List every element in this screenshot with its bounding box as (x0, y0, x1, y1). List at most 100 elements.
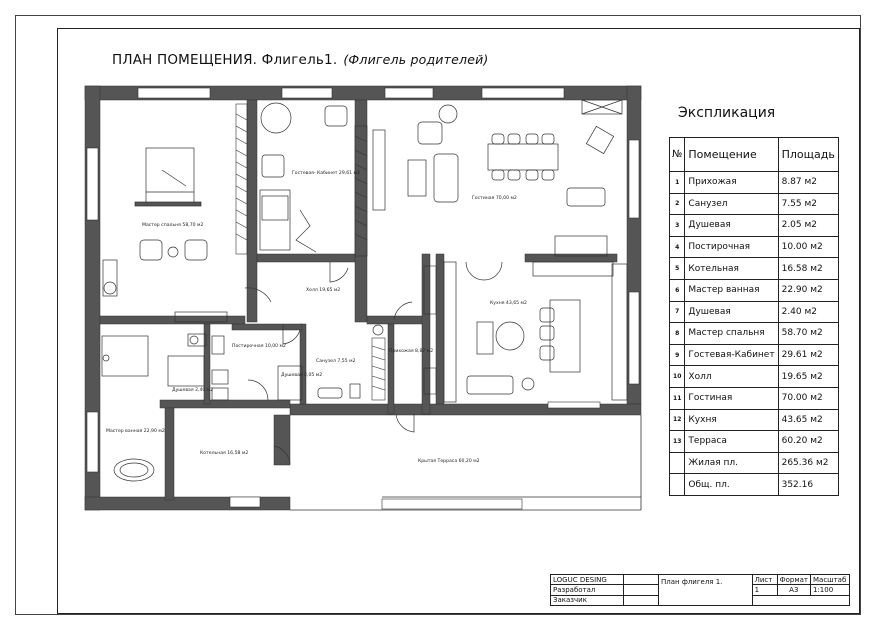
room-label-shower-2: Душевая 2,05 м2 (281, 372, 322, 378)
title-block-format: А3 (776, 584, 812, 596)
drawing-sheet-frame (15, 15, 861, 615)
room-label-hall: Холл 19,65 м2 (306, 287, 340, 293)
row-room: Кухня (684, 408, 779, 432)
living-area-label: Жилая пл. (684, 451, 779, 475)
room-label-living: Гостиная 70,00 м2 (472, 195, 517, 201)
wardrobes (235, 103, 437, 401)
row-room: Холл (684, 365, 779, 388)
living-area-value: 265.36 м2 (777, 451, 839, 475)
terrace (290, 415, 642, 511)
row-number: 1 (668, 171, 686, 194)
row-room: Терраса (684, 430, 779, 453)
drawing-inner-frame (57, 28, 860, 614)
title-block-format-label: Формат (776, 573, 812, 586)
room-labels: Мастер спальня 58,70 м2 Гостевая- Кабине… (106, 170, 527, 464)
row-number: 13 (668, 430, 686, 453)
windows (86, 87, 640, 510)
row-number: 3 (668, 214, 686, 237)
row-area: 7.55 м2 (777, 192, 839, 216)
row-room: Душевая (684, 300, 779, 324)
plan-title: ПЛАН ПОМЕЩЕНИЯ. Флигель1. (Флигель родите… (112, 52, 488, 68)
armchair-icon (139, 239, 163, 261)
row-room: Котельная (684, 257, 779, 280)
title-block-customer: Заказчик (550, 594, 624, 607)
room-label-guest-office: Гостевая- Кабинет 29,61 м2 (292, 170, 360, 176)
row-room: Душевая (684, 214, 779, 237)
furniture (101, 99, 628, 482)
row-area: 70.00 м2 (777, 386, 839, 410)
row-number: 7 (668, 300, 686, 324)
explication-living-area-row: Жилая пл.265.36 м2 (668, 451, 839, 475)
row-number: 6 (668, 278, 686, 302)
title-block-sheet-label: Лист (751, 573, 778, 586)
row-number: 11 (668, 386, 686, 410)
row-area: 22.90 м2 (777, 278, 839, 302)
row-area: 43.65 м2 (777, 408, 839, 432)
title-block: LOGUC DESING План флигеля 1. Лист Формат… (550, 573, 851, 607)
row-number: 2 (668, 192, 686, 216)
room-label-shower-1: Душевая 2,40 м2 (172, 387, 213, 393)
explication-header-row: № Помещение Площадь (668, 137, 839, 172)
explication-title: Экспликация (678, 105, 776, 121)
row-room: Мастер ванная (684, 278, 779, 302)
room-label-terrace: Крытая Терраса 60,20 м2 (418, 458, 480, 464)
explication-header-area: Площадь (777, 137, 839, 172)
row-number: 8 (668, 322, 686, 345)
plan-title-main: ПЛАН ПОМЕЩЕНИЯ. Флигель1. (112, 52, 338, 68)
row-number: 12 (668, 408, 686, 432)
row-room: Мастер спальня (684, 322, 779, 345)
row-number: 5 (668, 257, 686, 280)
plan-title-subtitle: (Флигель родителей) (343, 52, 489, 67)
walls (84, 85, 642, 511)
row-number: 10 (668, 365, 686, 388)
title-block-drawing-name: План флигеля 1. (658, 574, 753, 606)
row-area: 2.05 м2 (777, 214, 839, 237)
title-block-sheet: 1 (751, 584, 778, 596)
row-area: 2.40 м2 (777, 300, 839, 324)
room-label-master-bedroom: Мастер спальня 58,70 м2 (142, 222, 203, 228)
room-label-entrance: Прихожая 8,87 м2 (389, 348, 433, 354)
bed-icon (145, 147, 195, 205)
room-label-master-bath: Мастер ванная 22,90 м2 (106, 428, 165, 434)
title-block-company: LOGUC DESING (550, 573, 624, 586)
explication-header-number: № (668, 137, 686, 172)
room-label-kitchen: Кухня 43,65 м2 (490, 300, 527, 306)
title-block-scale: 1:100 (810, 584, 850, 596)
room-label-boiler: Котельная 16,58 м2 (200, 450, 248, 456)
row-number: 4 (668, 235, 686, 259)
room-label-bathroom: Санузел 7,55 м2 (316, 358, 356, 364)
row-area: 29.61 м2 (777, 343, 839, 367)
total-area-value: 352.16 (777, 473, 839, 496)
row-area: 19.65 м2 (777, 365, 839, 388)
row-number: 9 (668, 343, 686, 367)
total-area-label: Общ. пл. (684, 473, 779, 496)
doors (244, 261, 503, 465)
explication-total-area-row: Общ. пл.352.16 (668, 473, 839, 496)
room-label-laundry: Постирочная 10,00 м2 (232, 343, 286, 349)
row-area: 16.58 м2 (777, 257, 839, 280)
explication-header-room: Помещение (684, 137, 779, 172)
row-room: Гостевая-Кабинет (684, 343, 779, 367)
row-room: Постирочная (684, 235, 779, 259)
row-area: 10.00 м2 (777, 235, 839, 259)
title-block-developer: Разработал (550, 584, 624, 596)
title-block-scale-label: Масштаб (810, 573, 850, 586)
row-area: 60.20 м2 (777, 430, 839, 453)
row-room: Санузел (684, 192, 779, 216)
row-area: 8.87 м2 (777, 171, 839, 194)
row-room: Гостиная (684, 386, 779, 410)
